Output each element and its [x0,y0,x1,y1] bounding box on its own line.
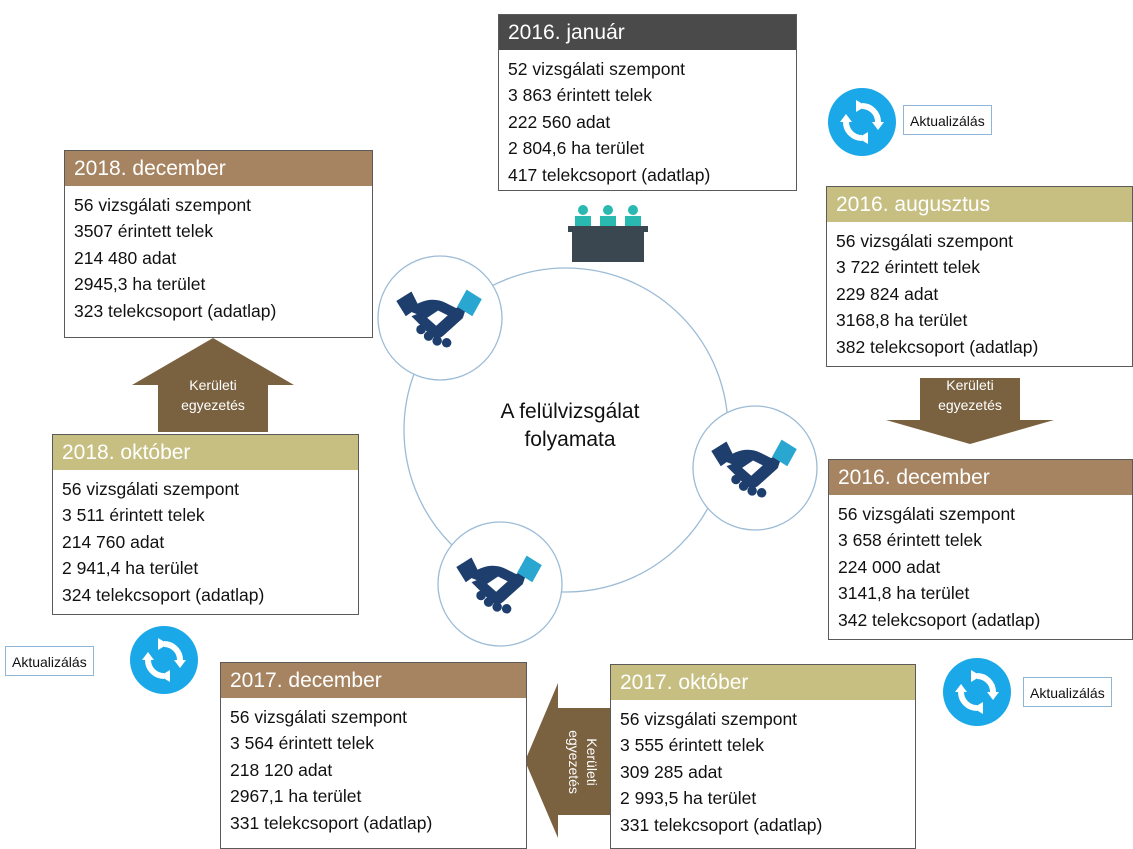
card-line: 222 560 adat [508,111,611,132]
card-line: 2967,1 ha terület [230,786,362,807]
card-line: 229 824 adat [836,283,939,304]
card-title: 2016. december [829,460,1132,495]
card-line: 2 993,5 ha terület [620,788,757,809]
card-line: 342 telekcsoport (adatlap) [838,609,1041,630]
meeting-icon [568,205,648,262]
card-line: 224 000 adat [838,556,941,577]
card-2017-december: 2017. december 56 vizsgálati szempont 3 … [220,662,527,849]
card-line: 56 vizsgálati szempont [620,709,798,729]
card-line: 56 vizsgálati szempont [74,195,252,215]
sync-icon [943,658,1011,726]
card-title: 2016. augusztus [827,187,1132,222]
update-label: Aktualizálás [1023,677,1112,707]
card-line: 56 vizsgálati szempont [62,479,240,499]
card-title: 2016. január [499,15,796,50]
card-2016-august: 2016. augusztus 56 vizsgálati szempont 3… [826,186,1133,367]
center-title-line2: folyamata [524,428,616,451]
card-2016-january: 2016. január 52 vizsgálati szempont 3 86… [498,14,797,191]
card-line: 2 941,4 ha terület [62,558,199,579]
card-2018-october: 2018. október 56 vizsgálati szempont 3 5… [52,434,359,615]
card-line: 56 vizsgálati szempont [838,504,1016,524]
card-title: 2018. december [65,151,372,186]
card-2016-december: 2016. december 56 vizsgálati szempont 3 … [828,459,1133,640]
arrow-label-line1: Kerületi [189,377,236,393]
card-line: 3 863 érintett telek [508,85,652,106]
card-line: 52 vizsgálati szempont [508,59,686,79]
sync-icon [130,626,198,694]
card-line: 3 511 érintett telek [62,505,205,526]
card-line: 3 722 érintett telek [836,257,980,278]
card-line: 3507 érintett telek [74,221,214,242]
card-line: 3 555 érintett telek [620,735,764,756]
card-line: 56 vizsgálati szempont [230,707,408,727]
card-line: 2945,3 ha terület [74,274,206,295]
card-title: 2017. december [221,663,526,698]
card-line: 309 285 adat [620,761,723,782]
card-line: 323 telekcsoport (adatlap) [74,300,277,321]
card-2017-october: 2017. október 56 vizsgálati szempont 3 5… [610,664,916,849]
arrow-bottom-left [525,683,610,838]
update-label: Aktualizálás [5,646,94,676]
card-title: 2018. október [53,435,358,470]
arrow-right-down [886,378,1054,444]
update-label: Aktualizálás [903,105,992,135]
arrow-label-line2: egyezetés [181,397,245,413]
card-line: 382 telekcsoport (adatlap) [836,336,1039,357]
card-line: 218 120 adat [230,759,333,780]
card-line: 214 760 adat [62,531,165,552]
card-line: 324 telekcsoport (adatlap) [62,584,265,605]
handshake-icon [377,255,503,381]
center-title-line1: A felülvizsgálat [500,400,640,423]
arrow-label-line2: egyezetés [938,397,1002,413]
card-line: 3 658 érintett telek [838,530,982,551]
card-line: 3 564 érintett telek [230,733,374,754]
card-2018-december: 2018. december 56 vizsgálati szempont 35… [64,150,373,338]
arrow-label-line2: egyezetés [566,730,582,794]
card-line: 331 telekcsoport (adatlap) [620,814,823,835]
card-line: 3141,8 ha terület [838,583,970,604]
arrow-left-up [132,338,294,432]
card-line: 2 804,6 ha terület [508,138,645,159]
arrow-label-line1: Kerületi [946,377,993,393]
card-line: 56 vizsgálati szempont [836,231,1014,251]
handshake-icon [692,405,818,531]
card-line: 214 480 adat [74,247,177,268]
sync-icon [828,88,896,156]
handshake-icon [437,521,563,647]
card-line: 331 telekcsoport (adatlap) [230,812,433,833]
arrow-label-line1: Kerületi [584,738,600,785]
card-line: 3168,8 ha terület [836,310,968,331]
center-title: A felülvizsgálat folyamata [470,398,670,454]
card-title: 2017. október [611,665,915,700]
card-line: 417 telekcsoport (adatlap) [508,164,711,185]
